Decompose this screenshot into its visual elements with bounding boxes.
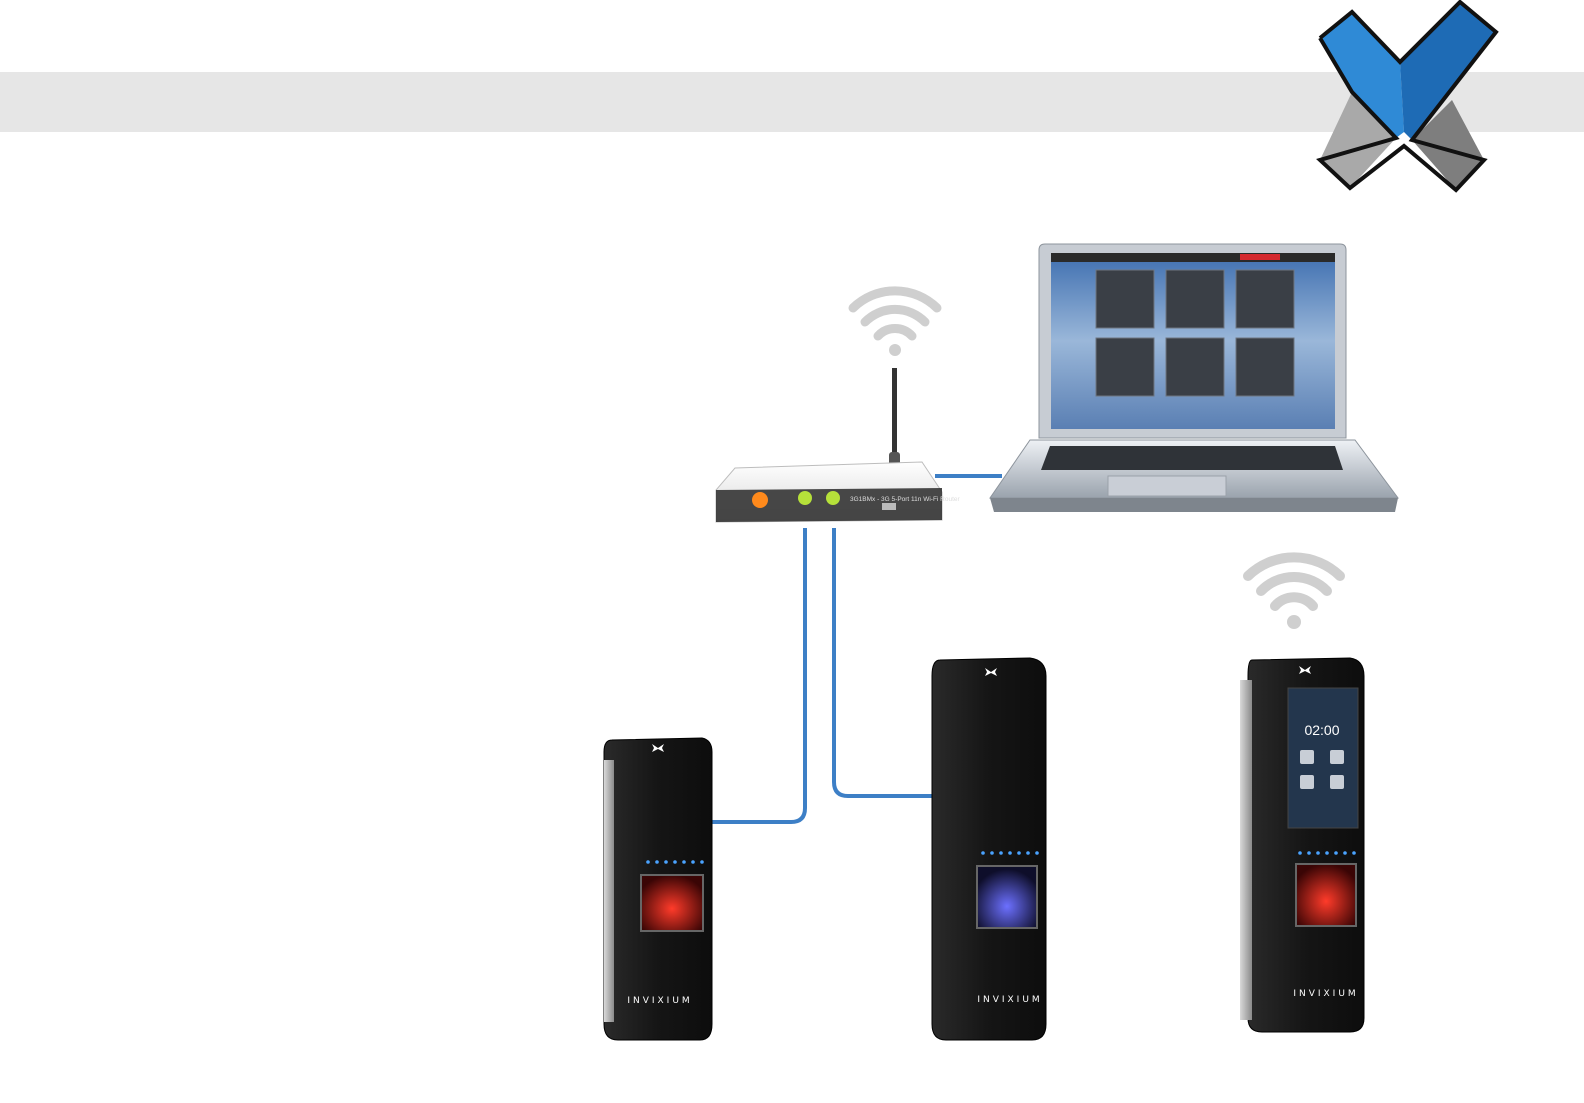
fingerprint-sensor [641, 875, 703, 931]
screen-clock: 02:00 [1304, 722, 1339, 738]
router-label: 3G1BMx - 3G 5-Port 11n Wi-Fi Router [850, 496, 961, 503]
laptop [990, 244, 1398, 512]
router-status-led [826, 491, 840, 505]
device-brand: INVIXIUM [977, 995, 1042, 1005]
router-status-led [798, 491, 812, 505]
router-power-led [752, 492, 768, 508]
wifi-icon [1248, 557, 1340, 629]
access-device-3: 02:00 INVIXIUM [1240, 658, 1364, 1032]
device-brand: INVIXIUM [627, 996, 692, 1006]
cable-router-device2 [834, 528, 936, 796]
router-usb-port [882, 503, 896, 510]
wifi-icon [853, 291, 937, 356]
fingerprint-sensor [1296, 864, 1356, 926]
access-device-1: INVIXIUM [604, 738, 712, 1040]
access-device-2: INVIXIUM [932, 658, 1046, 1040]
touch-screen [1288, 688, 1358, 828]
device-brand: INVIXIUM [1293, 989, 1358, 999]
cable-router-device1 [708, 528, 805, 822]
x-logo-icon [1320, 2, 1496, 190]
wifi-router: 3G1BMx - 3G 5-Port 11n Wi-Fi Router [716, 368, 961, 522]
fingerprint-sensor [977, 866, 1037, 928]
